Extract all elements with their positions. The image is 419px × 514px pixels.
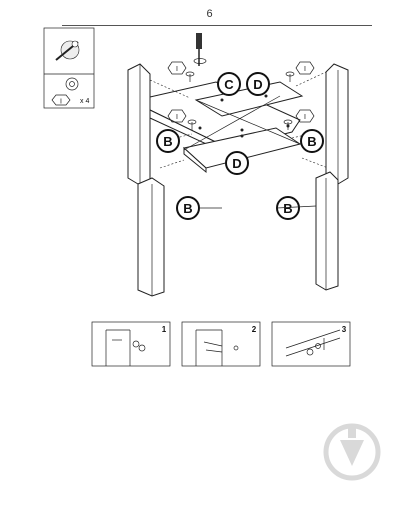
part-label-b-left-upper: B: [156, 129, 180, 153]
svg-text:B: B: [283, 201, 292, 216]
part-label-b-right-upper: B: [300, 129, 324, 153]
watermark-logo-icon: [323, 423, 381, 481]
svg-text:B: B: [307, 134, 316, 149]
hardware-qty: x 4: [80, 98, 89, 105]
svg-text:I: I: [176, 114, 178, 121]
svg-text:C: C: [224, 77, 234, 92]
part-label-d-top: D: [246, 72, 270, 96]
step-panel-1: 1: [91, 321, 171, 367]
screwdriver-icon: [193, 33, 207, 66]
step-number-3: 3: [342, 325, 347, 334]
page-number: 6: [206, 8, 213, 20]
hardware-box: I x 4: [43, 27, 95, 109]
hardware-id-label: I: [60, 99, 62, 106]
bolt-callout-4: I: [295, 109, 315, 123]
svg-text:I: I: [304, 114, 306, 121]
svg-text:I: I: [176, 66, 178, 73]
header-rule: [62, 25, 372, 26]
bolt-callout-2: I: [295, 61, 315, 75]
step-number-1: 1: [162, 325, 167, 334]
part-label-c: C: [217, 72, 241, 96]
step-panel-3: 3: [271, 321, 351, 367]
svg-text:D: D: [232, 156, 241, 171]
front-legs: [137, 171, 339, 297]
step-panel-2: 2: [181, 321, 261, 367]
allen-key-icon: [55, 40, 80, 61]
bolt-icon: [65, 77, 79, 91]
bolt-callout-1: I: [167, 61, 187, 75]
svg-text:D: D: [253, 77, 262, 92]
svg-text:B: B: [163, 134, 172, 149]
cross-frame: [149, 71, 329, 174]
part-label-b-left-lower: B: [176, 196, 200, 220]
hardware-id-hex: I: [51, 94, 71, 106]
bolt-callout-3: I: [167, 109, 187, 123]
part-label-d-bottom: D: [225, 151, 249, 175]
svg-text:B: B: [183, 201, 192, 216]
bolts: [185, 71, 295, 130]
svg-text:I: I: [304, 66, 306, 73]
step-number-2: 2: [252, 325, 257, 334]
